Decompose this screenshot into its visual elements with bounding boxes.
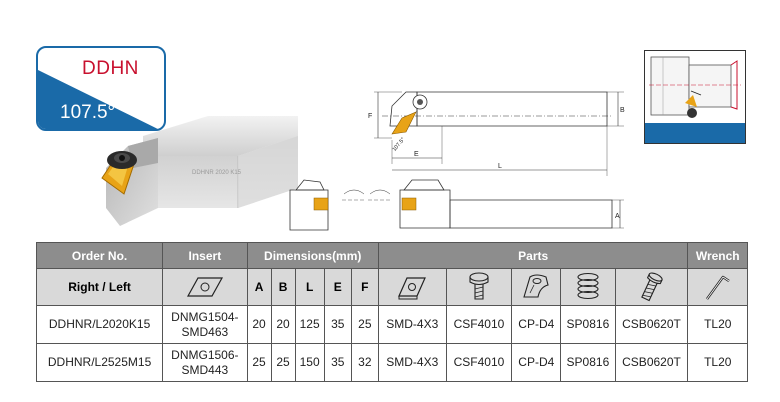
insert-code-line2: SMD463 [181,324,229,339]
screw-icon [469,272,489,300]
spring-cell [560,268,616,306]
dim-l-label: L [498,163,502,170]
tool-type-badge: DDHN 107.5° [36,46,166,131]
part-clamp-cell: CP-D4 [511,343,562,382]
application-diagram [644,50,746,144]
header-parts: Parts [377,242,689,269]
dim-f-cell: 25 [350,305,379,344]
side-view-drawing: A [289,179,624,231]
dim-a-cell: 20 [246,305,272,344]
order-no-cell: DDHNR/L2020K15 [35,305,164,344]
dim-e-cell: 35 [323,343,352,382]
part-clamp-cell: CP-D4 [511,305,562,344]
clamp-screw-cell [614,268,689,306]
insert-code-line1: DNMG1504- [171,309,239,324]
top-view-drawing: F B E L 107.5° [368,91,625,176]
wrench-cell [687,268,748,306]
badge-angle: 107.5° [60,102,116,123]
header-order-no: Order No. [35,242,164,269]
part-shim-cell: SMD-4X3 [377,343,447,382]
dim-f-cell: 32 [350,343,379,382]
part-screw-cell: CSF4010 [445,343,513,382]
subheader-dim-f: F [350,268,379,306]
shim-icon [398,277,427,300]
tool-holder-image: DDHNR 2020 K15 [101,116,298,226]
insert-code-line2: SMD443 [181,362,229,377]
dim-e-label: E [414,151,419,158]
part-clamp-screw-cell: CSB0620T [614,343,689,382]
wrench-value-cell: TL20 [687,343,748,382]
badge-background [38,70,158,129]
angle-label: 107.5° [392,137,407,153]
insert-code-line1: DNMG1506- [171,347,239,362]
spring-icon [577,272,599,300]
shim-cell [377,268,447,306]
tool-engraving: DDHNR 2020 K15 [192,170,242,176]
clamp-cell [511,268,562,306]
subheader-dim-l: L [294,268,325,306]
spec-table: Order No. Insert Dimensions(mm) Parts Wr… [35,242,748,382]
order-no-cell: DDHNR/L2525M15 [35,343,164,382]
wrench-value-cell: TL20 [687,305,748,344]
diamond-insert-icon [186,277,223,297]
insert-cell: DNMG1506-SMD443 [162,343,248,382]
clamp-icon [523,274,549,298]
dim-b-label: B [620,107,625,114]
hex-wrench-icon [705,275,730,300]
screw-cell [445,268,513,306]
part-spring-cell: SP0816 [560,305,616,344]
application-diagram-art [645,56,745,143]
subheader-right-left: Right / Left [35,268,164,306]
subheader-dim-b: B [270,268,296,306]
dim-a-cell: 25 [246,343,272,382]
insert-shape-cell [162,268,248,306]
dim-b-cell: 25 [270,343,296,382]
part-shim-cell: SMD-4X3 [377,305,447,344]
insert-cell: DNMG1504-SMD463 [162,305,248,344]
part-screw-cell: CSF4010 [445,305,513,344]
dim-e-cell: 35 [323,305,352,344]
table-row: DDHNR/L2525M15 DNMG1506-SMD443 25 25 150… [35,343,748,382]
dim-l-cell: 125 [294,305,325,344]
header-dimensions: Dimensions(mm) [246,242,379,269]
dim-f-label: F [368,113,372,120]
part-spring-cell: SP0816 [560,343,616,382]
badge-code: DDHN [82,58,139,79]
table-row: DDHNR/L2020K15 DNMG1504-SMD463 20 20 125… [35,305,748,344]
header-insert: Insert [162,242,248,269]
dim-a-label: A [615,213,620,220]
clamp-screw-icon [641,272,664,302]
dim-l-cell: 150 [294,343,325,382]
subheader-dim-e: E [323,268,352,306]
part-clamp-screw-cell: CSB0620T [614,305,689,344]
header-wrench: Wrench [687,242,748,269]
dim-b-cell: 20 [270,305,296,344]
subheader-dim-a: A [246,268,272,306]
